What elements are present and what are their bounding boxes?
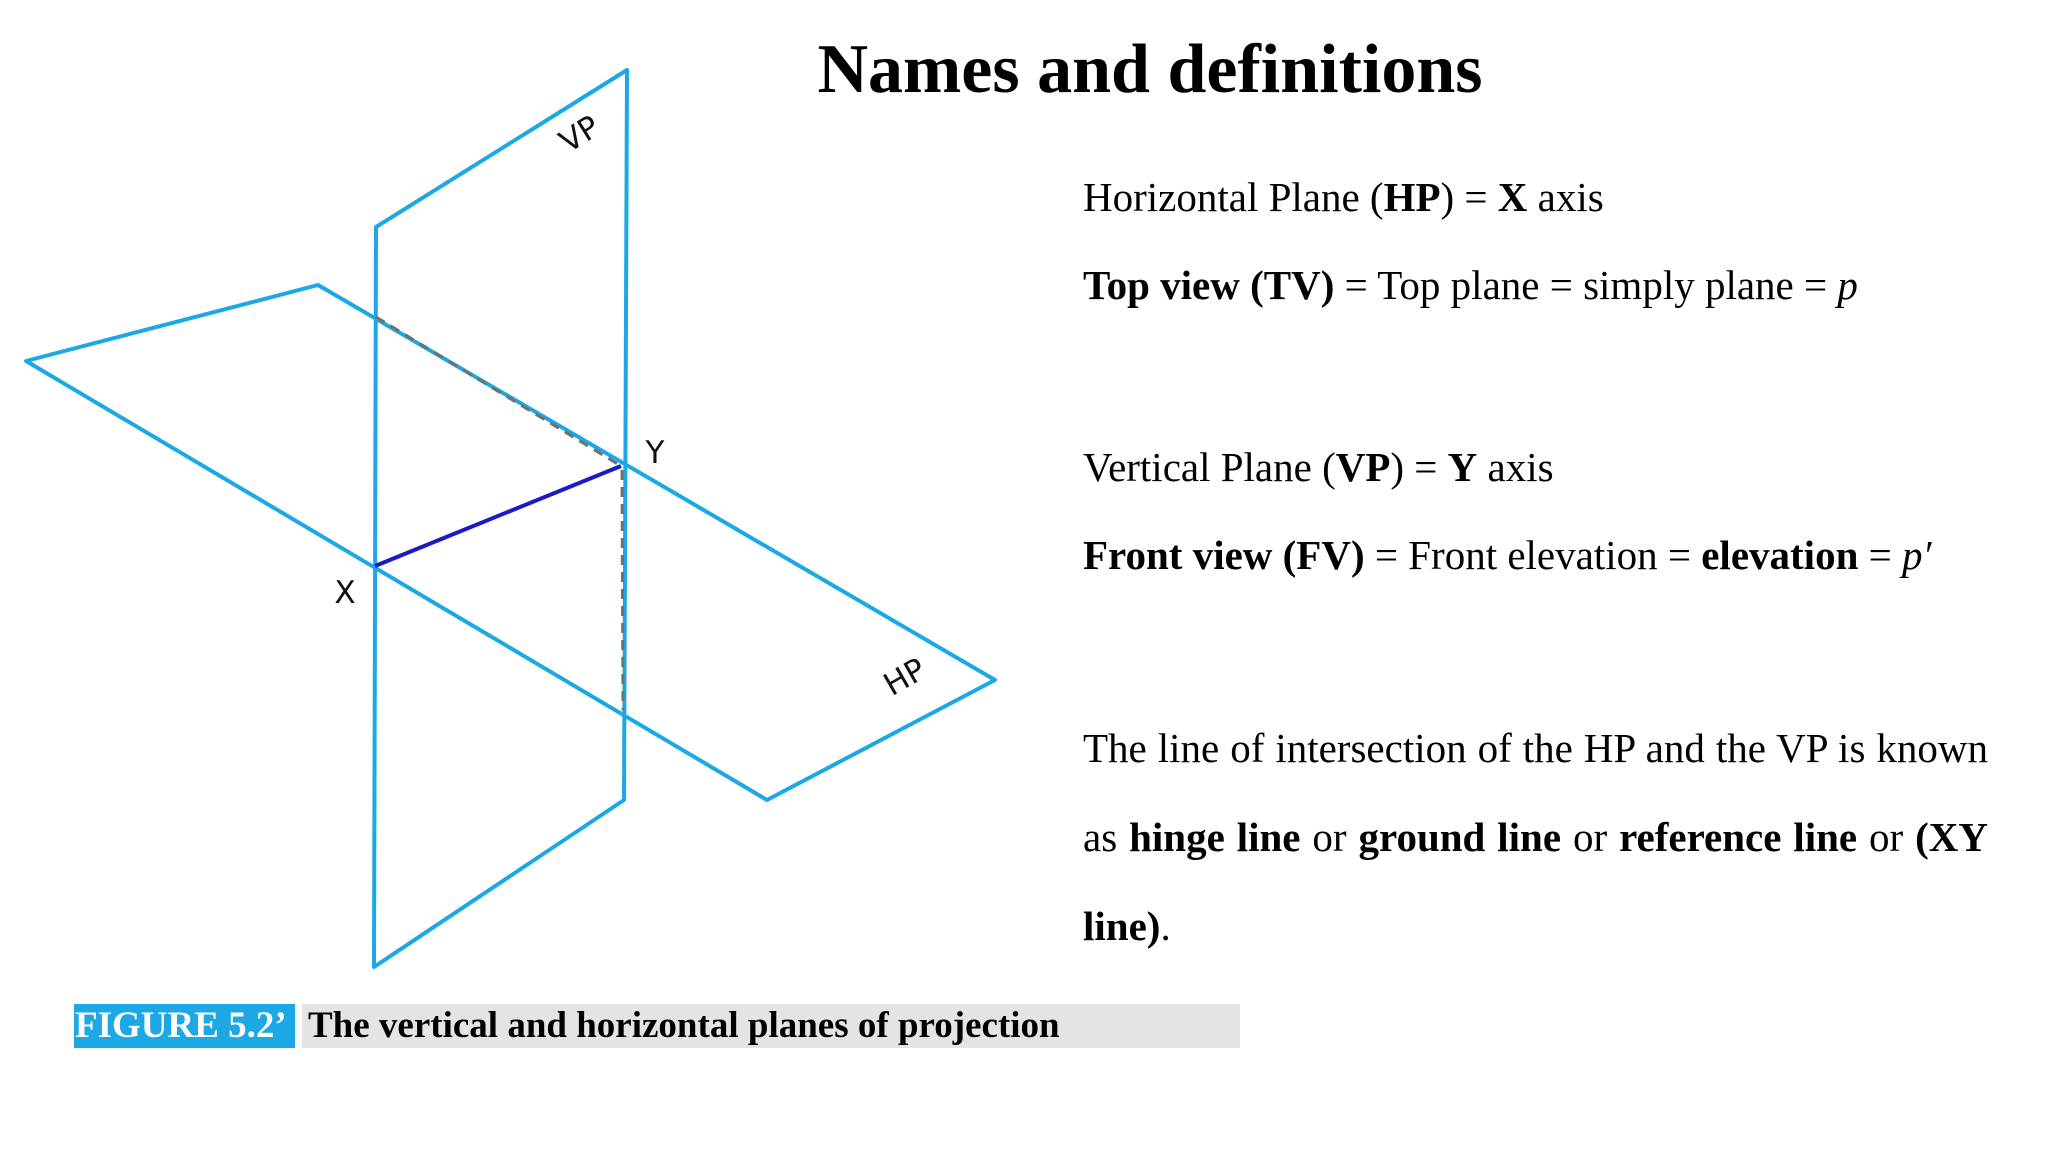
xy-line bbox=[374, 464, 622, 568]
definition-front-view: Front view (FV) = Front elevation = elev… bbox=[1083, 530, 1988, 618]
slide-title: Names and definitions bbox=[817, 31, 1483, 108]
def-text: axis bbox=[1477, 444, 1554, 490]
definitions-group-vp: Vertical Plane (VP) = Y axis Front view … bbox=[1083, 442, 1988, 618]
para-text: The line of intersection of the HP and t… bbox=[1083, 725, 1988, 860]
hp-label: HP bbox=[878, 651, 932, 703]
def-bold-text: Top view (TV) bbox=[1083, 262, 1335, 308]
definition-vertical-plane: Vertical Plane (VP) = Y axis bbox=[1083, 442, 1988, 530]
def-text: = Front elevation = bbox=[1364, 532, 1702, 578]
para-text: . bbox=[1160, 903, 1171, 949]
figure-caption-text: The vertical and horizontal planes of pr… bbox=[302, 1004, 1240, 1048]
def-italic-text: p bbox=[1837, 262, 1858, 308]
para-text: or bbox=[1857, 814, 1916, 860]
y-label: Y bbox=[645, 435, 665, 471]
def-bold-text: Front view (FV) bbox=[1083, 532, 1365, 578]
x-label: X bbox=[334, 575, 355, 611]
def-text: ) = bbox=[1440, 174, 1498, 220]
def-italic-text: p′ bbox=[1902, 532, 1932, 578]
figure-caption: FIGURE 5.2’ The vertical and horizontal … bbox=[74, 1004, 1240, 1048]
def-text: Horizontal Plane ( bbox=[1083, 174, 1384, 220]
projection-planes-diagram: VP HP X Y bbox=[24, 68, 997, 969]
figure-number: FIGURE 5.2’ bbox=[74, 1004, 295, 1048]
def-bold-text: Y bbox=[1447, 444, 1478, 490]
hidden-edge-hp bbox=[375, 315, 622, 468]
def-text: ) = bbox=[1390, 444, 1448, 490]
def-bold-text: X bbox=[1497, 174, 1528, 220]
horizontal-plane bbox=[24, 283, 997, 802]
para-bold-text: reference line bbox=[1619, 814, 1858, 860]
definition-top-view: Top view (TV) = Top plane = simply plane… bbox=[1083, 260, 1988, 348]
def-text: axis bbox=[1527, 174, 1604, 220]
definition-horizontal-plane: Horizontal Plane (HP) = X axis bbox=[1083, 172, 1988, 260]
para-text: or bbox=[1561, 814, 1620, 860]
hidden-edge-vp bbox=[620, 469, 625, 711]
para-bold-text: (XY line) bbox=[1083, 814, 1988, 949]
def-text: = bbox=[1858, 532, 1902, 578]
para-bold-text: ground line bbox=[1358, 814, 1562, 860]
para-text: or bbox=[1300, 814, 1359, 860]
def-bold-text: HP bbox=[1383, 174, 1441, 220]
def-text: Vertical Plane ( bbox=[1083, 444, 1336, 490]
vp-label: VP bbox=[553, 109, 606, 161]
vertical-plane bbox=[372, 68, 629, 969]
def-bold-text: elevation bbox=[1701, 532, 1859, 578]
definitions-group-hp: Horizontal Plane (HP) = X axis Top view … bbox=[1083, 172, 1988, 348]
def-bold-text: VP bbox=[1335, 444, 1391, 490]
para-bold-text: hinge line bbox=[1129, 814, 1301, 860]
def-text: = Top plane = simply plane = bbox=[1334, 262, 1838, 308]
hinge-line-paragraph: The line of intersection of the HP and t… bbox=[1083, 704, 1988, 971]
